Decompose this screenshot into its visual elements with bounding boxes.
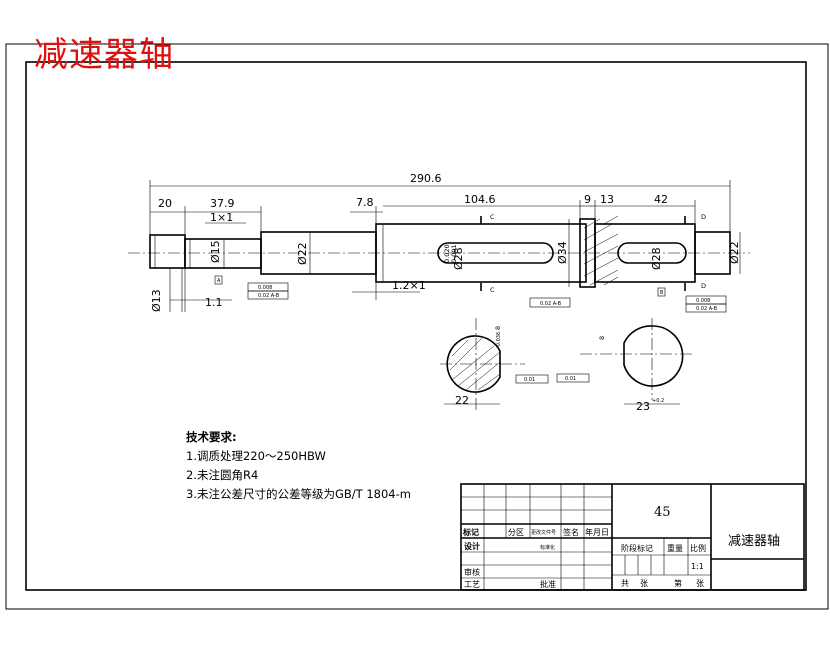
tb-process: 工艺 bbox=[464, 580, 480, 589]
tb-date: 年月日 bbox=[585, 527, 609, 537]
dim-dia-22-right: Ø22 bbox=[728, 241, 741, 264]
keyway-c bbox=[437, 242, 554, 264]
dim-dia-34: Ø34 bbox=[556, 241, 569, 264]
dim-9: 9 bbox=[584, 193, 591, 206]
horizontal-dimensions: 290.6 20 37.9 1×1 7.8 104.6 9 13 42 1.2×… bbox=[149, 172, 731, 312]
sec-d-depth: 23 bbox=[636, 400, 650, 413]
dim-overall: 290.6 bbox=[410, 172, 442, 185]
title-block: 45 减速器轴 标记 分区 更改文件号 签名 年月日 设计 标准化 阶段标记 重… bbox=[460, 483, 805, 591]
tb-change-doc: 更改文件号 bbox=[531, 529, 556, 536]
tb-sheet-unit: 张 bbox=[696, 579, 704, 588]
dim-37-9: 37.9 bbox=[210, 197, 235, 210]
tb-sheet-no: 第 bbox=[674, 578, 682, 588]
sec-d-depth-tol: +0.2 bbox=[652, 398, 664, 404]
inner-border bbox=[25, 61, 807, 591]
tol-runout-right-1: 0.008 bbox=[696, 298, 710, 304]
keyway-d bbox=[617, 242, 687, 264]
tb-weight: 重量 bbox=[667, 543, 683, 553]
drawing-overlay-title: 减速器轴 bbox=[34, 35, 174, 75]
dim-13: 13 bbox=[600, 193, 614, 206]
dim-chamfer-1x1: 1×1 bbox=[210, 211, 233, 224]
sec-c-depth: 22 bbox=[455, 394, 469, 407]
dim-20: 20 bbox=[158, 197, 172, 210]
tech-requirements-title: 技术要求: bbox=[186, 430, 237, 444]
tol-mid-upper: 0.020 bbox=[443, 244, 451, 263]
tb-material: 45 bbox=[654, 505, 671, 520]
dim-dia-28-right: Ø28 bbox=[650, 247, 663, 270]
section-c-bottom: C bbox=[490, 286, 495, 294]
section-c-view: 0.01 8 -0.036 22 bbox=[440, 318, 549, 410]
dim-chamfer-1-2x1: 1.2×1 bbox=[392, 279, 426, 292]
tol-runout-left-1: 0.008 bbox=[258, 285, 272, 291]
tol-sym-c: 0.01 bbox=[524, 377, 535, 383]
sec-c-width: 8 bbox=[494, 326, 502, 330]
tb-sheet: 张 bbox=[640, 579, 648, 588]
dim-7-8: 7.8 bbox=[356, 196, 374, 209]
section-c-top: C bbox=[490, 213, 495, 221]
tb-zone: 分区 bbox=[508, 528, 524, 537]
shaft-seg-d22-right bbox=[694, 231, 731, 275]
tb-stage-mark: 阶段标记 bbox=[621, 543, 653, 553]
tol-runout-mid: 0.02 A-B bbox=[540, 301, 562, 307]
dim-dia-13: Ø13 bbox=[150, 289, 163, 312]
sec-c-width-tol: -0.036 bbox=[496, 332, 502, 348]
dim-1-1: 1.1 bbox=[205, 296, 223, 309]
tol-runout-left-2: 0.02 A-B bbox=[258, 293, 280, 299]
tol-runout-right-2: 0.02 A-B bbox=[696, 306, 718, 312]
section-c-outline bbox=[446, 335, 501, 393]
section-d-bottom: D bbox=[701, 282, 706, 290]
dim-dia-15: Ø15 bbox=[209, 240, 222, 263]
tol-mid-lower: 0.001 bbox=[450, 244, 458, 263]
dim-dia-28-mid: Ø28 bbox=[452, 247, 465, 270]
tb-scale: 比例 bbox=[690, 543, 706, 553]
section-markers: C C D D A B bbox=[214, 213, 706, 297]
section-d-view: 0.01 8 23 +0.2 bbox=[556, 318, 695, 413]
geometric-tolerance-frames: 0.008 0.02 A-B 0.02 A-B 0.008 0.02 A-B bbox=[247, 282, 727, 313]
tb-scale-value: 1:1 bbox=[691, 562, 704, 571]
tol-sym-d: 0.01 bbox=[565, 376, 576, 382]
datum-b: B bbox=[660, 290, 664, 296]
section-d-outline bbox=[623, 325, 684, 387]
tb-design: 设计 bbox=[464, 541, 480, 551]
datum-a: A bbox=[217, 278, 221, 284]
tb-mark: 标记 bbox=[462, 527, 479, 537]
dim-42: 42 bbox=[654, 193, 668, 206]
shaft-seg-d15 bbox=[184, 238, 262, 269]
shaft-front-view bbox=[128, 215, 750, 291]
dim-dia-22-left: Ø22 bbox=[296, 242, 309, 265]
tb-signature: 签名 bbox=[563, 527, 579, 537]
sec-d-width: 8 bbox=[598, 336, 606, 340]
diameter-dimensions: Ø13 Ø15 Ø22 Ø28 0.020 0.001 Ø34 Ø28 Ø22 bbox=[150, 219, 741, 312]
tb-total: 共 bbox=[621, 579, 629, 588]
tb-review: 审核 bbox=[464, 567, 480, 577]
tech-requirement-item: 3.未注公差尺寸的公差等级为GB/T 1804-m bbox=[186, 487, 411, 501]
tech-requirement-item: 2.未注圆角R4 bbox=[186, 468, 259, 482]
tb-part-name: 减速器轴 bbox=[728, 534, 780, 549]
outer-border bbox=[5, 43, 829, 610]
tech-requirements: 技术要求: 1.调质处理220～250HBW 2.未注圆角R4 3.未注公差尺寸… bbox=[186, 428, 411, 504]
section-d-top: D bbox=[701, 213, 706, 221]
tb-approve: 批准 bbox=[540, 579, 556, 589]
tech-requirement-item: 1.调质处理220～250HBW bbox=[186, 449, 326, 463]
dim-104-6: 104.6 bbox=[464, 193, 496, 206]
tb-standardize: 标准化 bbox=[540, 544, 555, 551]
